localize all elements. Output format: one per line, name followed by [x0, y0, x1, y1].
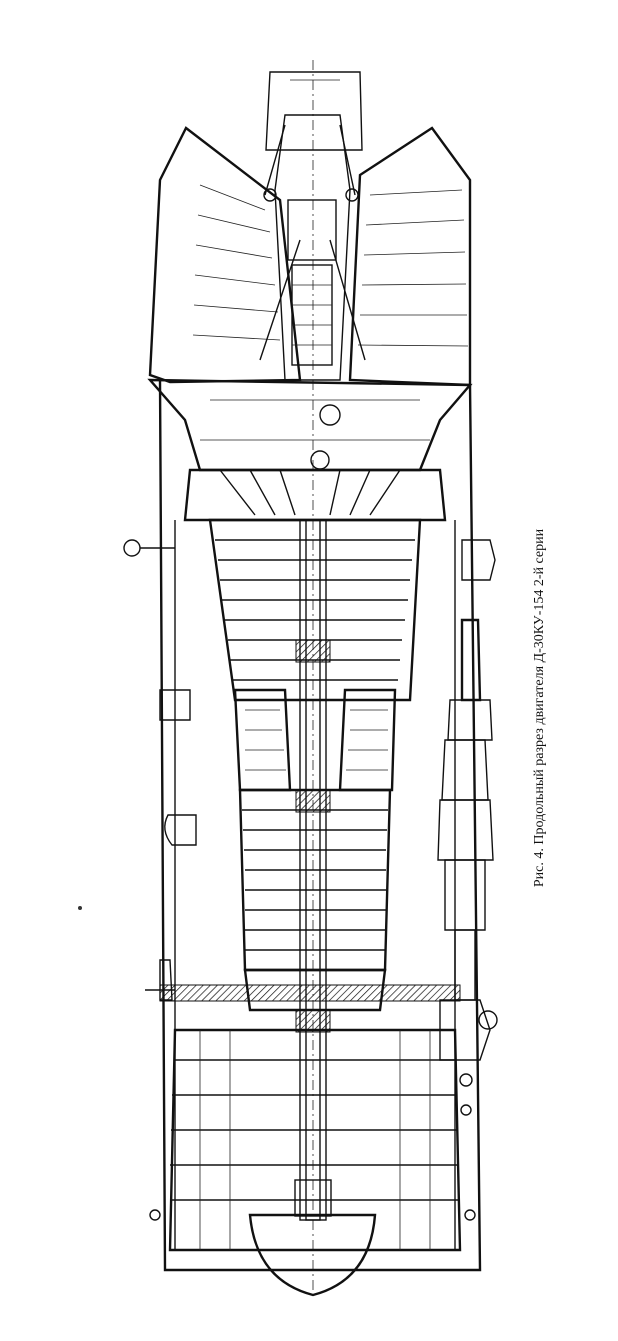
left-side-fittings	[123, 539, 476, 1221]
accessory-gearbox	[437, 539, 498, 1116]
turbine-stages	[208, 518, 422, 792]
thrust-reverser-section	[147, 71, 473, 472]
front-frame	[158, 379, 482, 1272]
print-speck	[78, 906, 82, 910]
compressor-stages	[159, 788, 461, 1012]
main-shaft	[295, 519, 331, 1221]
fan-section	[168, 1028, 462, 1297]
figure-caption: Рис. 4. Продольный разрез двигателя Д-30…	[532, 528, 547, 888]
